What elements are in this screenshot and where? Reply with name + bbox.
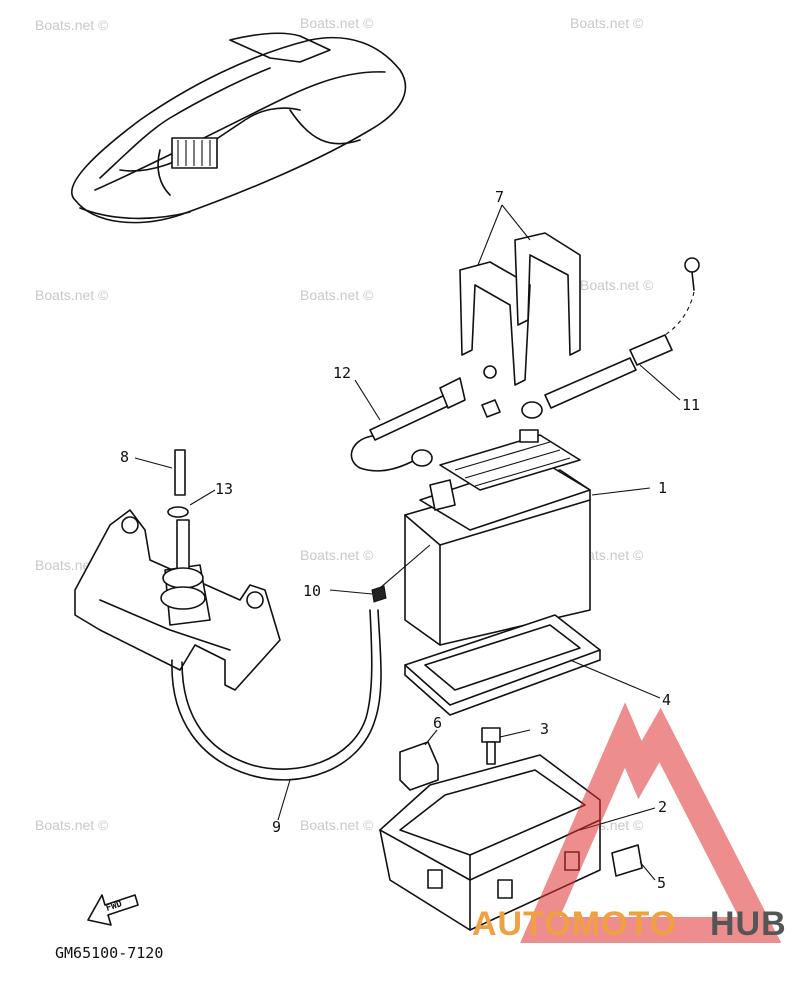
callout-11: 11 xyxy=(682,396,700,414)
logo-text-automoto: AUTOMOTO xyxy=(472,905,677,943)
watermark: Boats.net © xyxy=(300,287,374,303)
breather-fitting xyxy=(167,449,189,518)
watermark: Boats.net © xyxy=(300,547,374,563)
watermark: Boats.net © xyxy=(35,287,109,303)
terminal-cap xyxy=(399,741,439,791)
positive-lead xyxy=(521,257,700,419)
callout-2: 2 xyxy=(658,798,667,816)
watermark: Boats.net © xyxy=(35,17,109,33)
callout-7: 7 xyxy=(495,188,504,206)
callout-1: 1 xyxy=(658,479,667,497)
callout-12: 12 xyxy=(333,364,351,382)
negative-lead xyxy=(350,365,501,472)
battery-mat xyxy=(404,614,601,716)
logo-text-hub: HUB xyxy=(710,905,787,943)
watermark: Boats.net © xyxy=(570,15,644,31)
fwd-label: FWD xyxy=(105,899,124,914)
callout-5: 5 xyxy=(657,874,666,892)
watermark: Boats.net © xyxy=(580,277,654,293)
fwd-arrow: FWD xyxy=(87,894,139,926)
watermark: Boats.net © xyxy=(300,15,374,31)
callout-13: 13 xyxy=(215,480,233,498)
rubber-pad xyxy=(611,844,643,877)
automotohub-logo: AUTOMOTO HUB xyxy=(472,702,787,943)
callout-8: 8 xyxy=(120,448,129,466)
watermark: Boats.net © xyxy=(300,817,374,833)
diagram-code: GM65100-7120 xyxy=(55,944,163,962)
callout-4: 4 xyxy=(662,691,671,709)
callout-10: 10 xyxy=(303,582,321,600)
callout-3: 3 xyxy=(540,720,549,738)
bolt xyxy=(481,727,501,765)
vent-hose xyxy=(171,544,431,781)
watercraft-illustration xyxy=(71,32,407,224)
callout-6: 6 xyxy=(433,714,442,732)
callout-9: 9 xyxy=(272,818,281,836)
callouts: 7 12 11 1 8 13 10 4 6 3 2 5 9 xyxy=(120,188,700,892)
battery xyxy=(404,429,591,646)
watermark: Boats.net © xyxy=(35,817,109,833)
battery-bracket xyxy=(74,509,281,691)
battery-straps xyxy=(459,232,581,386)
